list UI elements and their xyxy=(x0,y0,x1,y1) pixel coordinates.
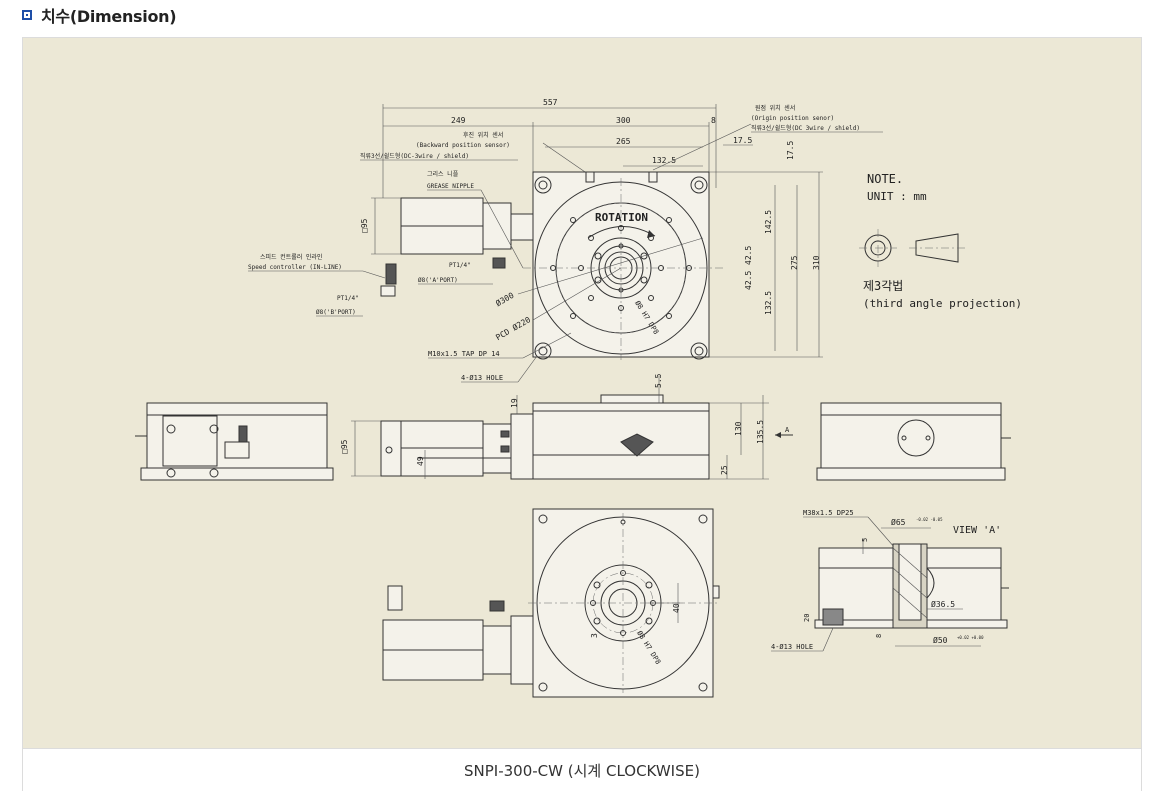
grease-ko: 그리스 니플 xyxy=(427,170,459,178)
bottom-dim-3: 3 xyxy=(590,633,599,638)
view-a-d50-tol: +0.02 +0.00 xyxy=(957,635,984,640)
section-title: 치수(Dimension) xyxy=(41,7,177,26)
drawing-svg: 557 249 300 8 265 132.5 17.5 원점 위치 센서 (O… xyxy=(135,98,1022,698)
top-view: 557 249 300 8 265 132.5 17.5 원점 위치 센서 (O… xyxy=(248,98,883,383)
pcd-220: PCD Ø220 xyxy=(494,314,533,342)
view-a-title: VIEW 'A' xyxy=(953,525,1001,536)
view-a-d65: Ø65 xyxy=(891,517,906,527)
origin-sensor-ko: 원점 위치 센서 xyxy=(755,104,795,112)
dim-cylinder: □95 xyxy=(360,218,369,233)
note-projection-en: (third angle projection) xyxy=(863,297,1022,310)
front-dim-25: 25 xyxy=(720,465,729,475)
technical-drawing: 557 249 300 8 265 132.5 17.5 원점 위치 센서 (O… xyxy=(23,38,1141,748)
front-dim-cyl: □95 xyxy=(340,439,349,454)
note-projection-ko: 제3각법 xyxy=(863,279,903,293)
dim-center-down: 42.5 xyxy=(744,271,753,290)
dim-edge: 17.5 xyxy=(733,136,752,145)
dim-overall: 557 xyxy=(543,98,558,107)
front-dim-49: 49 xyxy=(416,456,425,466)
rotation-label: ROTATION xyxy=(595,211,648,224)
note-title: NOTE. xyxy=(867,172,903,186)
pt-a: PT1/4" xyxy=(449,262,471,269)
view-a-d65-tol: -0.02 -0.05 xyxy=(916,517,943,522)
speed-en: Speed controller (IN-LINE) xyxy=(248,264,342,271)
tap-label: M10x1.5 TAP DP 14 xyxy=(428,350,500,358)
view-a-hole: 4-Ø13 HOLE xyxy=(771,643,813,651)
back-sensor-ko: 후진 위치 센서 xyxy=(463,131,503,139)
blue-square-bullet-icon xyxy=(22,10,32,20)
dia-300: Ø300 xyxy=(494,290,516,308)
right-side-view xyxy=(816,402,1011,481)
front-arrow-label: A xyxy=(785,426,790,434)
view-a-thread: M38x1.5 DP25 xyxy=(803,509,854,517)
dim-total: 310 xyxy=(812,255,821,270)
dim-sensor-span: 265 xyxy=(616,137,631,146)
speed-ko: 스피드 컨트롤러 인라인 xyxy=(260,253,322,261)
dim-top-edge: 17.5 xyxy=(786,141,795,160)
front-dim-130: 130 xyxy=(734,421,743,436)
left-side-view xyxy=(135,402,334,481)
view-a-d50: Ø50 xyxy=(933,635,948,645)
back-sensor-type: 직류3선/쉴드형(DC-3wire / shield) xyxy=(360,152,469,160)
section-header: 치수(Dimension) xyxy=(22,4,177,26)
view-a-d36: Ø36.5 xyxy=(931,599,955,609)
port-b: Ø8('B'PORT) xyxy=(316,309,356,316)
dim-left: 249 xyxy=(451,116,466,125)
view-a-20: 20 xyxy=(803,614,811,622)
note-unit: UNIT : mm xyxy=(867,190,927,203)
front-view: □95 49 19 5.5 135.5 130 25 A xyxy=(340,373,793,480)
dim-pcd-span: 275 xyxy=(790,255,799,270)
view-a-8: 8 xyxy=(875,634,883,638)
dim-upper: 142.5 xyxy=(764,210,773,234)
back-sensor-en: (Backward position sensor) xyxy=(416,142,510,149)
dim-body: 300 xyxy=(616,116,631,125)
port-a: Ø8('A'PORT) xyxy=(418,277,458,284)
origin-sensor-en: (Origin position senor) xyxy=(751,115,834,122)
view-a-5: 5 xyxy=(861,538,869,542)
dim-gap: 8 xyxy=(711,116,716,125)
dim-center-up: 42.5 xyxy=(744,246,753,265)
grease-en: GREASE NIPPLE xyxy=(427,183,474,190)
dim-lower: 132.5 xyxy=(764,291,773,315)
front-dim-19: 19 xyxy=(510,398,519,408)
front-dim-135: 135.5 xyxy=(756,420,765,444)
front-dim-top: 5.5 xyxy=(654,373,663,388)
bottom-dim-40: 40 xyxy=(672,603,681,613)
view-a: VIEW 'A' M38x1.5 DP25 Ø65 -0.02 -0.05 5 … xyxy=(771,509,1009,652)
pt-b: PT1/4" xyxy=(337,295,359,302)
origin-sensor-type: 직류3선/쉴드형(DC 3wire / shield) xyxy=(751,124,860,132)
bottom-view: 40 3 Ø8 H7 DP8 xyxy=(382,508,720,698)
hole-label: 4-Ø13 HOLE xyxy=(461,374,503,382)
diagram-caption: SNPI-300-CW (시계 CLOCKWISE) xyxy=(23,748,1141,792)
dim-offset: 132.5 xyxy=(652,156,676,165)
note-block: NOTE. UNIT : mm 제3각법 (third angle projec… xyxy=(859,172,1022,310)
